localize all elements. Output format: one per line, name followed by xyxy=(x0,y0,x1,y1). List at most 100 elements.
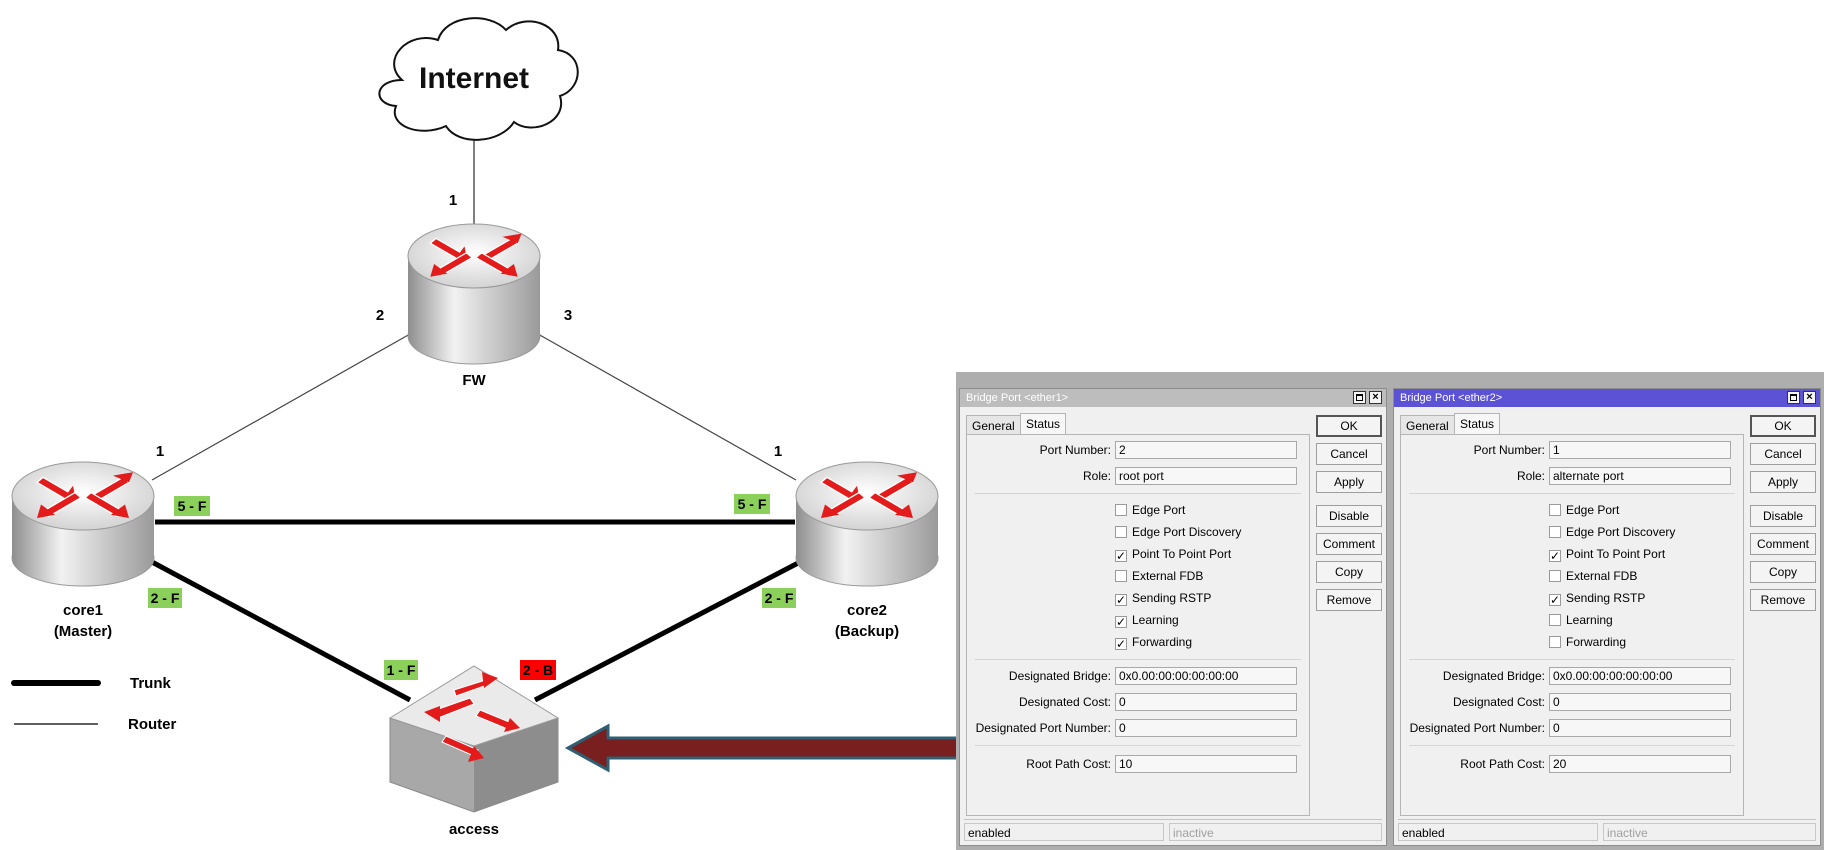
core1-router-icon xyxy=(11,461,155,587)
root-path-cost-field: 10 xyxy=(1115,755,1297,773)
point-to-point-checkbox[interactable]: ✓Point To Point Port xyxy=(1549,545,1665,563)
port-core1-top: 1 xyxy=(156,443,164,460)
checkbox-label: Learning xyxy=(1566,613,1613,627)
legend: Trunk Router xyxy=(11,675,176,733)
tab-general[interactable]: General xyxy=(966,415,1021,435)
checkbox-label: Forwarding xyxy=(1132,635,1193,649)
copy-button[interactable]: Copy xyxy=(1316,561,1382,583)
svg-text:2 - B: 2 - B xyxy=(523,662,553,678)
bridge-port-dialog-ether1: Bridge Port <ether1> × General Status Po… xyxy=(959,388,1387,846)
copy-button[interactable]: Copy xyxy=(1750,561,1816,583)
checkbox-box xyxy=(1549,570,1561,582)
role-label: Role: xyxy=(1516,469,1545,483)
external-fdb-checkbox[interactable]: External FDB xyxy=(1115,567,1203,585)
sending-rstp-checkbox[interactable]: ✓ Sending RSTP xyxy=(1549,589,1645,607)
core1-name: core1 xyxy=(63,602,103,619)
maximize-icon[interactable] xyxy=(1353,391,1366,404)
role-field: root port xyxy=(1115,467,1297,485)
forwarding-checkbox[interactable]: Forwarding xyxy=(1549,633,1626,651)
apply-button[interactable]: Apply xyxy=(1750,471,1816,493)
checkbox-box xyxy=(1115,504,1127,516)
checkbox-label: Sending RSTP xyxy=(1566,591,1646,605)
comment-button[interactable]: Comment xyxy=(1750,533,1816,555)
tag-core2-bottom: 2 - F xyxy=(762,588,796,608)
ok-button[interactable]: OK xyxy=(1750,415,1816,437)
designated-bridge-label: Designated Bridge: xyxy=(1442,669,1545,683)
checkbox-box: ✓ xyxy=(1115,615,1127,629)
checkbox-box xyxy=(1549,614,1561,626)
disable-button[interactable]: Disable xyxy=(1316,505,1382,527)
close-icon[interactable]: × xyxy=(1369,391,1382,404)
sending-rstp-checkbox[interactable]: ✓ Sending RSTP xyxy=(1115,589,1211,607)
svg-text:5 - F: 5 - F xyxy=(178,498,207,514)
divider xyxy=(975,745,1301,746)
forwarding-checkbox[interactable]: ✓Forwarding xyxy=(1115,633,1192,651)
designated-port-number-label: Designated Port Number: xyxy=(1409,721,1545,735)
tab-status[interactable]: Status xyxy=(1020,413,1067,435)
ok-button[interactable]: OK xyxy=(1316,415,1382,437)
svg-text:1 - F: 1 - F xyxy=(387,662,416,678)
tag-core1-bottom: 2 - F xyxy=(148,588,182,608)
cancel-button[interactable]: Cancel xyxy=(1750,443,1816,465)
dialog-frame-ether2: Bridge Port <ether2> × General Status Po… xyxy=(1390,372,1824,850)
divider xyxy=(1409,493,1735,494)
dialog-title: Bridge Port <ether2> xyxy=(1400,392,1503,404)
checkbox-label: Edge Port Discovery xyxy=(1132,525,1242,539)
status-inactive: inactive xyxy=(1603,823,1816,841)
root-path-cost-label: Root Path Cost: xyxy=(1460,757,1545,771)
status-enabled: enabled xyxy=(964,823,1164,841)
internet-label: Internet xyxy=(419,62,529,95)
designated-bridge-label: Designated Bridge: xyxy=(1008,669,1111,683)
edge-port-discovery-checkbox[interactable]: Edge Port Discovery xyxy=(1549,523,1675,541)
checkbox-box xyxy=(1549,526,1561,538)
apply-button[interactable]: Apply xyxy=(1316,471,1382,493)
edge-port-checkbox[interactable]: Edge Port xyxy=(1549,501,1619,519)
link-fw-core1 xyxy=(151,333,411,481)
divider xyxy=(975,493,1301,494)
learning-checkbox[interactable]: Learning xyxy=(1549,611,1613,629)
designated-bridge-field: 0x0.00:00:00:00:00:00 xyxy=(1115,667,1297,685)
edge-port-discovery-checkbox[interactable]: Edge Port Discovery xyxy=(1115,523,1241,541)
checkbox-label: Sending RSTP xyxy=(1132,591,1212,605)
port-number-label: Port Number: xyxy=(1473,443,1545,457)
disable-button[interactable]: Disable xyxy=(1750,505,1816,527)
edge-port-checkbox[interactable]: Edge Port xyxy=(1115,501,1185,519)
remove-button[interactable]: Remove xyxy=(1750,589,1816,611)
tab-status[interactable]: Status xyxy=(1454,413,1501,435)
port-core2-top: 1 xyxy=(774,443,782,460)
legend-trunk-label: Trunk xyxy=(130,675,171,692)
tag-access-right: 2 - B xyxy=(520,660,556,680)
learning-checkbox[interactable]: ✓Learning xyxy=(1115,611,1179,629)
core2-role: (Backup) xyxy=(835,623,899,640)
divider xyxy=(1409,659,1735,660)
point-to-point-checkbox[interactable]: ✓Point To Point Port xyxy=(1115,545,1231,563)
status-enabled: enabled xyxy=(1398,823,1598,841)
dialog-titlebar[interactable]: Bridge Port <ether1> × xyxy=(960,389,1386,407)
checkbox-box xyxy=(1549,636,1561,648)
checkbox-box xyxy=(1549,504,1561,516)
designated-cost-label: Designated Cost: xyxy=(1018,695,1111,709)
checkbox-label: External FDB xyxy=(1566,569,1638,583)
checkbox-box: ✓ xyxy=(1549,593,1561,607)
remove-button[interactable]: Remove xyxy=(1316,589,1382,611)
comment-button[interactable]: Comment xyxy=(1316,533,1382,555)
bridge-port-dialog-ether2: Bridge Port <ether2> × General Status Po… xyxy=(1393,388,1821,846)
link-core2-access xyxy=(533,559,802,703)
close-icon[interactable]: × xyxy=(1803,391,1816,404)
designated-cost-label: Designated Cost: xyxy=(1452,695,1545,709)
checkbox-box: ✓ xyxy=(1115,593,1127,607)
maximize-icon[interactable] xyxy=(1787,391,1800,404)
external-fdb-checkbox[interactable]: External FDB xyxy=(1549,567,1637,585)
divider xyxy=(1409,745,1735,746)
svg-text:2 - F: 2 - F xyxy=(151,590,180,606)
status-bar: enabled inactive xyxy=(964,819,1382,842)
status-panel: Port Number: 1 Role: alternate port Edge… xyxy=(1400,434,1744,816)
core1-role: (Master) xyxy=(54,623,112,640)
dialog-title: Bridge Port <ether1> xyxy=(966,392,1069,404)
cancel-button[interactable]: Cancel xyxy=(1316,443,1382,465)
checkbox-label: External FDB xyxy=(1132,569,1204,583)
status-panel: Port Number: 2 Role: root port Edge Port… xyxy=(966,434,1310,816)
dialog-titlebar[interactable]: Bridge Port <ether2> × xyxy=(1394,389,1820,407)
tab-general[interactable]: General xyxy=(1400,415,1455,435)
